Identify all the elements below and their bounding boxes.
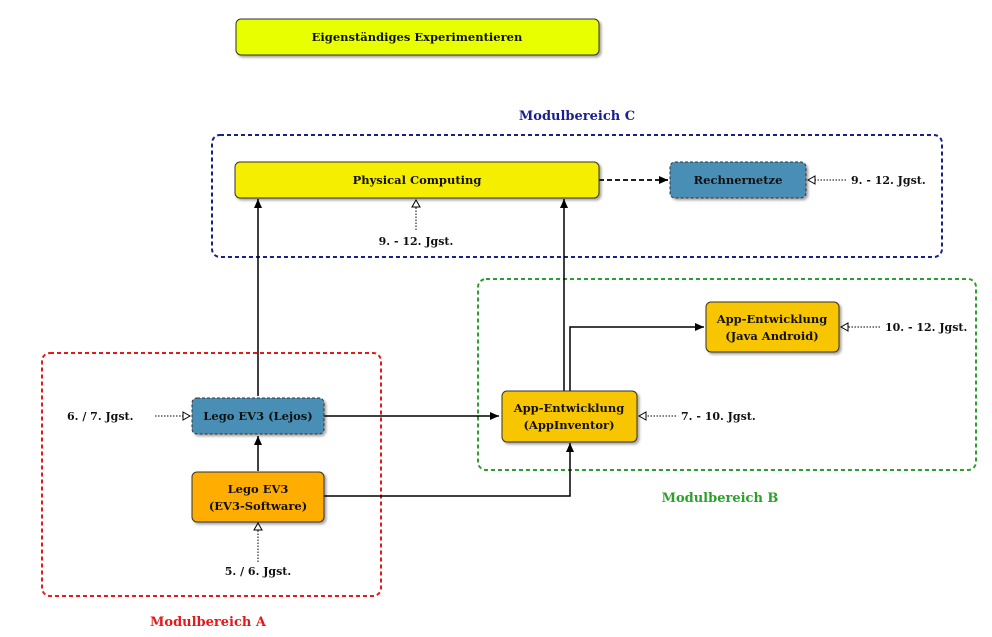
region-c-box xyxy=(211,134,943,258)
edge-ev3-to-appinventor xyxy=(324,443,574,497)
top-box: Eigenständiges Experimentieren xyxy=(235,18,600,56)
edges xyxy=(254,176,704,497)
node-lego-lejos: Lego EV3 (Lejos) xyxy=(191,397,325,435)
edge-appinventor-to-java xyxy=(569,323,704,391)
node-lego-ev3-label-1: Lego EV3 xyxy=(228,482,289,496)
grade-physical-computing: 9. - 12. Jgst. xyxy=(379,235,454,248)
region-c-label: Modulbereich C xyxy=(519,109,635,124)
node-lego-ev3-rect xyxy=(191,471,325,523)
node-app-inventor-rect xyxy=(501,390,638,443)
node-lego-lejos-label: Lego EV3 (Lejos) xyxy=(203,409,312,423)
grade-app-inventor: 7. - 10. Jgst. xyxy=(681,410,756,423)
grade-lego-ev3: 5. / 6. Jgst. xyxy=(225,565,291,578)
node-physical-computing-label: Physical Computing xyxy=(353,173,482,187)
node-app-java: App-Entwicklung (Java Android) xyxy=(705,301,840,353)
node-rechnernetze: Rechnernetze xyxy=(669,161,807,199)
node-app-java-label-2: (Java Android) xyxy=(725,329,818,343)
grade-app-java: 10. - 12. Jgst. xyxy=(885,321,967,334)
grade-pointers xyxy=(155,175,880,562)
region-a-label: Modulbereich A xyxy=(150,615,267,630)
node-app-inventor: App-Entwicklung (AppInventor) xyxy=(501,390,638,443)
region-a-box xyxy=(41,352,382,597)
node-lego-ev3: Lego EV3 (EV3-Software) xyxy=(191,471,325,523)
top-box-rect xyxy=(235,18,600,56)
region-b-label: Modulbereich B xyxy=(662,491,779,506)
node-app-java-rect xyxy=(705,301,840,353)
node-physical-computing: Physical Computing xyxy=(234,161,600,199)
region-b-box xyxy=(477,278,977,471)
node-app-java-label-1: App-Entwicklung xyxy=(716,312,828,326)
top-box-label: Eigenständiges Experimentieren xyxy=(312,30,523,44)
node-rechnernetze-label: Rechnernetze xyxy=(694,173,783,187)
node-rechnernetze-rect xyxy=(669,161,807,199)
node-physical-computing-rect xyxy=(234,161,600,199)
node-lego-lejos-rect xyxy=(191,397,325,435)
node-app-inventor-label-2: (AppInventor) xyxy=(523,418,614,432)
grade-rechnernetze: 9. - 12. Jgst. xyxy=(851,174,926,187)
node-app-inventor-label-1: App-Entwicklung xyxy=(513,401,625,415)
grade-lego-lejos: 6. / 7. Jgst. xyxy=(67,410,133,423)
node-lego-ev3-label-2: (EV3-Software) xyxy=(209,499,307,513)
